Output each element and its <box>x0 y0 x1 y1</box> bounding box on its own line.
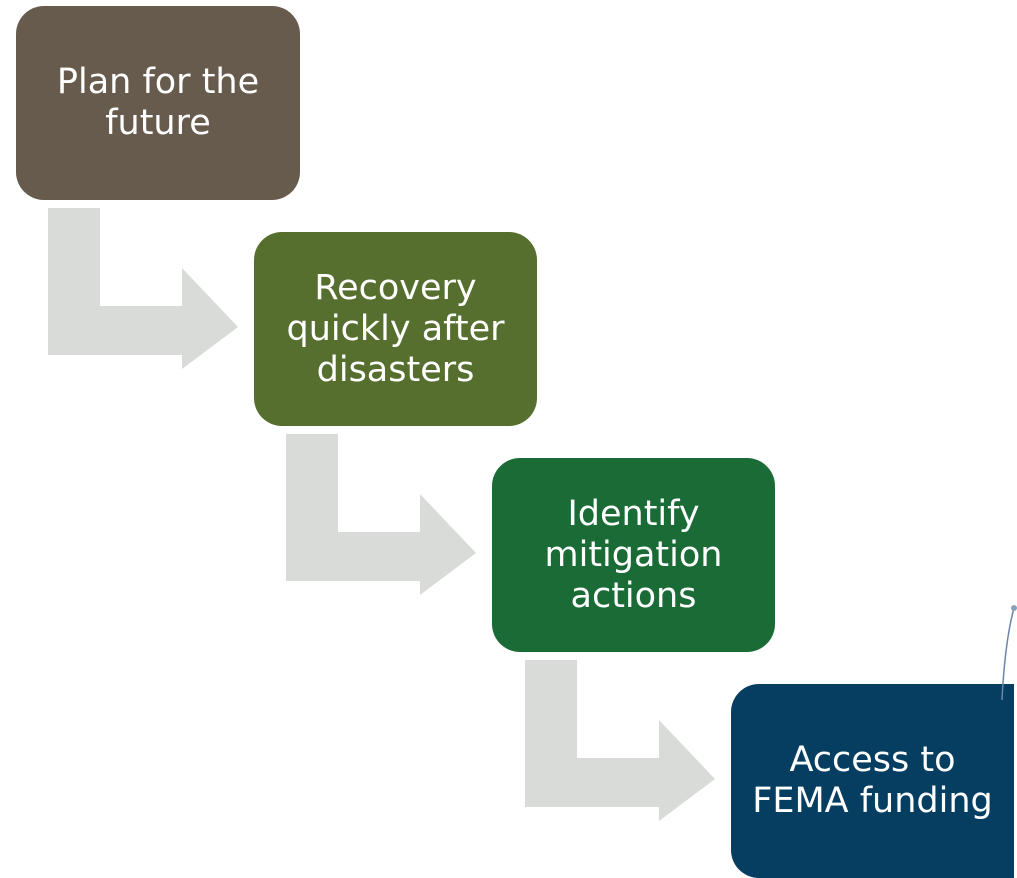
step-recovery-quickly: Recovery quickly after disasters <box>254 232 537 426</box>
decorative-mark <box>1001 605 1017 701</box>
step-identify-mitigation-actions: Identify mitigation actions <box>492 458 775 652</box>
step-1-label: Plan for the future <box>56 62 260 143</box>
connector-arrow-3-to-4 <box>525 660 715 821</box>
step-3-label: Identify mitigation actions <box>544 493 723 616</box>
step-plan-for-the-future: Plan for the future <box>16 6 300 200</box>
connector-arrow-1-to-2 <box>48 208 238 369</box>
step-2-label: Recovery quickly after disasters <box>286 267 505 390</box>
step-access-to-fema-funding: Access to FEMA funding <box>731 684 1014 878</box>
step-4-label: Access to FEMA funding <box>752 740 993 821</box>
connector-arrow-2-to-3 <box>286 434 476 595</box>
